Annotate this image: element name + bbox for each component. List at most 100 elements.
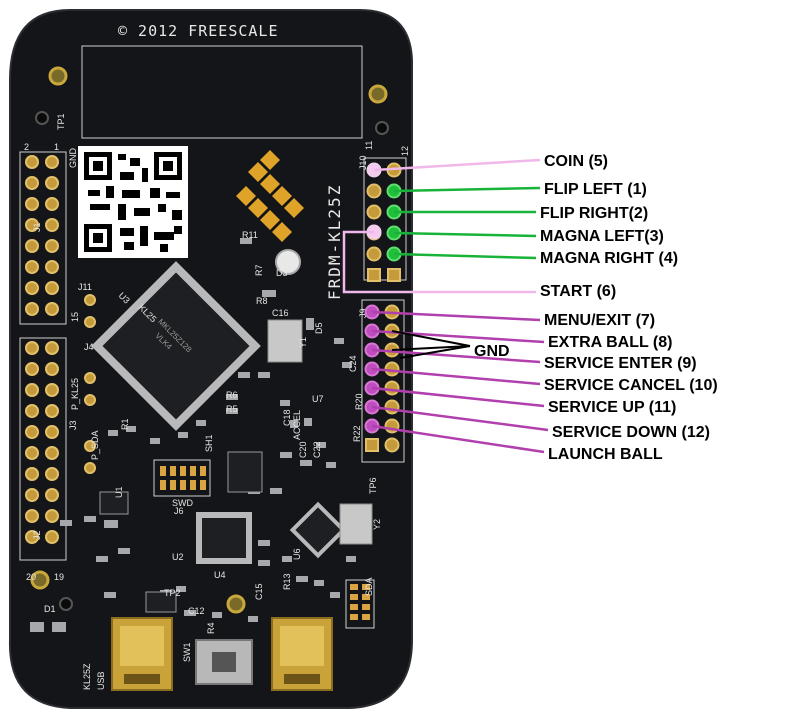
callout-line	[371, 405, 549, 432]
header-pin	[384, 437, 400, 453]
smd-component	[258, 540, 270, 546]
callout-label: SERVICE UP (11)	[548, 399, 676, 416]
silkscreen-label: 19	[54, 572, 64, 582]
smd-component	[104, 592, 116, 598]
header-pin	[45, 446, 59, 460]
callout-line	[342, 230, 536, 294]
jumper-pin	[84, 372, 96, 384]
smd-component	[226, 408, 238, 414]
header-pin	[25, 530, 39, 544]
smd-component	[296, 576, 308, 582]
header-pin	[25, 488, 39, 502]
header-pin-square	[367, 268, 381, 282]
smd-component	[184, 610, 196, 616]
header-pin	[25, 362, 39, 376]
header-pin	[25, 404, 39, 418]
callout-line	[371, 424, 545, 454]
callout-label: MAGNA RIGHT (4)	[540, 250, 678, 267]
smd-chip	[227, 451, 263, 493]
header-pin	[25, 281, 39, 295]
jumper-pin	[84, 462, 96, 474]
callout-line	[371, 367, 541, 386]
header-pin	[25, 341, 39, 355]
smd-component	[300, 460, 312, 466]
silkscreen-label: U6	[292, 548, 302, 560]
header-pin	[45, 362, 59, 376]
silkscreen-label: 15	[70, 312, 80, 322]
gnd-line	[391, 330, 471, 347]
silkscreen-label: R20	[354, 393, 364, 410]
silkscreen-label: D3	[276, 268, 288, 278]
jumper-pin	[84, 394, 96, 406]
smd-component	[96, 556, 108, 562]
header-pin	[366, 204, 382, 220]
header-pin	[45, 197, 59, 211]
smd-component	[60, 520, 72, 526]
smd-component	[326, 462, 336, 468]
smd-component	[258, 372, 270, 378]
silkscreen-label: SDA	[364, 577, 374, 596]
silkscreen-label: TP6	[368, 477, 378, 494]
smd-component	[282, 556, 292, 562]
header-pin	[45, 467, 59, 481]
callout-label: COIN (5)	[544, 153, 608, 170]
jumper-pin	[84, 316, 96, 328]
header-pin	[25, 197, 39, 211]
silkscreen-label: R11	[242, 230, 258, 240]
header-pin	[25, 383, 39, 397]
silkscreen-label: J4	[84, 342, 94, 352]
silkscreen-label: C15	[254, 583, 264, 600]
smd-component	[248, 616, 258, 622]
reset-button-sw1	[195, 639, 253, 685]
silkscreen-label: R8	[256, 296, 268, 306]
smd-component	[306, 318, 314, 330]
header-pin	[25, 509, 39, 523]
header-pin	[366, 183, 382, 199]
silkscreen-label: J1	[32, 222, 42, 232]
header-pin	[45, 341, 59, 355]
silkscreen-label: D1	[44, 604, 56, 614]
smd-component	[212, 612, 222, 618]
callout-lines	[342, 158, 549, 454]
smd-component	[118, 548, 130, 554]
mounting-hole	[226, 594, 246, 614]
crystal-y1	[267, 319, 303, 363]
callout-label: SERVICE CANCEL (10)	[544, 377, 718, 394]
header-pin-square	[365, 438, 379, 452]
header-pin	[25, 425, 39, 439]
smd-component	[258, 560, 270, 566]
header-pin	[45, 302, 59, 316]
callout-line	[373, 158, 541, 172]
board-name-text: FRDM-KL25Z	[325, 184, 344, 300]
silkscreen-label: J11	[78, 282, 92, 292]
header-pin	[25, 176, 39, 190]
crystal-y2	[339, 503, 373, 545]
freescale-logo	[236, 150, 304, 242]
top-silk-box	[81, 45, 363, 139]
silkscreen-label: U7	[312, 394, 324, 404]
header-pin	[366, 246, 382, 262]
header-pin	[45, 530, 59, 544]
pcb-board-edge	[8, 9, 413, 709]
callout-line	[371, 386, 545, 408]
header-pin	[384, 380, 400, 396]
mounting-hole	[30, 570, 50, 590]
silkscreen-label: TP1	[56, 113, 66, 130]
gnd-line	[399, 345, 471, 359]
header-pin	[45, 383, 59, 397]
header-pin	[45, 176, 59, 190]
sda-header-j8	[345, 579, 375, 629]
callout-line	[393, 231, 537, 238]
callout-label: FLIP LEFT (1)	[544, 181, 647, 198]
header-pin	[25, 467, 39, 481]
smd-component	[84, 516, 96, 522]
silkscreen-label: U4	[214, 570, 226, 580]
smd-component	[346, 556, 356, 562]
header-pin	[45, 509, 59, 523]
smd-component	[226, 394, 238, 400]
header-pin	[25, 260, 39, 274]
smd-component	[290, 420, 298, 428]
header-pin	[25, 446, 39, 460]
callout-labels: COIN (5)FLIP LEFT (1)FLIP RIGHT(2)MAGNA …	[540, 153, 718, 463]
jumper-pin	[84, 294, 96, 306]
